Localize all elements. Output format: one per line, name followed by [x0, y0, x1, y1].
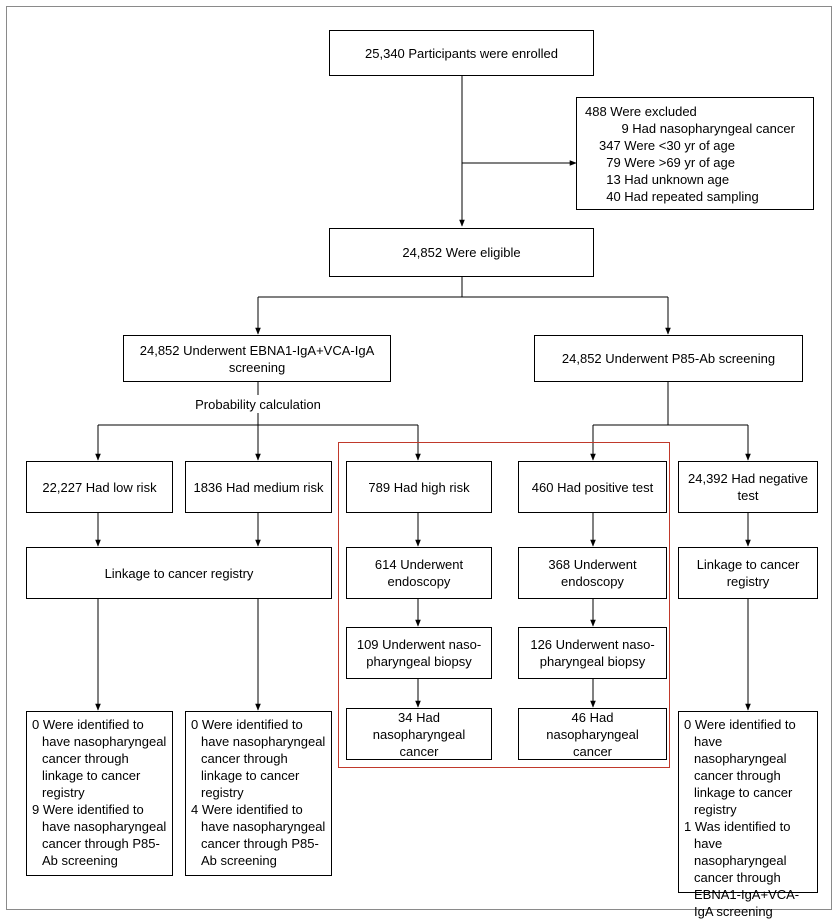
- excluded-item: 9 Had nasopharyngeal cancer: [607, 120, 795, 136]
- excluded-item: 40 Had repeated sampling: [599, 188, 759, 204]
- excluded-item: 13 Had unknown age: [599, 171, 730, 187]
- positive-biopsy-box: 126 Underwent naso-pharyngeal biopsy: [518, 627, 667, 679]
- outcome-item: 0 Were identified to have nasopharyngeal…: [684, 717, 796, 817]
- right-screening-box: 24,852 Underwent P85-Ab screening: [534, 335, 803, 382]
- high-risk-box: 789 Had high risk: [346, 461, 492, 513]
- high-endoscopy-box: 614 Underwent endoscopy: [346, 547, 492, 599]
- low-risk-box: 22,227 Had low risk: [26, 461, 173, 513]
- linkage-registry-right-box: Linkage to cancer registry: [678, 547, 818, 599]
- outcome-item: 9 Were identified to have nasopharyngeal…: [32, 802, 167, 868]
- high-biopsy-box: 109 Underwent naso-pharyngeal biopsy: [346, 627, 492, 679]
- excluded-item: 79 Were >69 yr of age: [599, 154, 735, 170]
- high-cancer-box: 34 Had nasopharyngeal cancer: [346, 708, 492, 760]
- probability-label: Probability calculation: [195, 397, 321, 412]
- excluded-box: 488 Were excluded 9 Had nasopharyngeal c…: [576, 97, 814, 210]
- excluded-item: 347 Were <30 yr of age: [599, 137, 735, 153]
- outcome-low-box: 0 Were identified to have nasopharyngeal…: [26, 711, 173, 876]
- eligible-box: 24,852 Were eligible: [329, 228, 594, 277]
- enrolled-box: 25,340 Participants were enrolled: [329, 30, 594, 76]
- highlight-frame: [338, 442, 670, 768]
- positive-cancer-box: 46 Had nasopharyngeal cancer: [518, 708, 667, 760]
- outcome-item: 4 Were identified to have nasopharyngeal…: [191, 802, 326, 868]
- positive-endoscopy-box: 368 Underwent endoscopy: [518, 547, 667, 599]
- outcome-item: 1 Was identified to have nasopharyngeal …: [684, 819, 800, 919]
- outcome-item: 0 Were identified to have nasopharyngeal…: [32, 717, 167, 800]
- linkage-registry-box: Linkage to cancer registry: [26, 547, 332, 599]
- outcome-item: 0 Were identified to have nasopharyngeal…: [191, 717, 326, 800]
- left-screening-box: 24,852 Underwent EBNA1-IgA+VCA-IgA scree…: [123, 335, 391, 382]
- figure-frame: [6, 6, 832, 910]
- medium-risk-box: 1836 Had medium risk: [185, 461, 332, 513]
- outcome-negative-box: 0 Were identified to have nasopharyngeal…: [678, 711, 818, 919]
- positive-test-box: 460 Had positive test: [518, 461, 667, 513]
- negative-test-box: 24,392 Had negative test: [678, 461, 818, 513]
- excluded-title: 488 Were excluded: [585, 103, 697, 119]
- outcome-medium-box: 0 Were identified to have nasopharyngeal…: [185, 711, 332, 876]
